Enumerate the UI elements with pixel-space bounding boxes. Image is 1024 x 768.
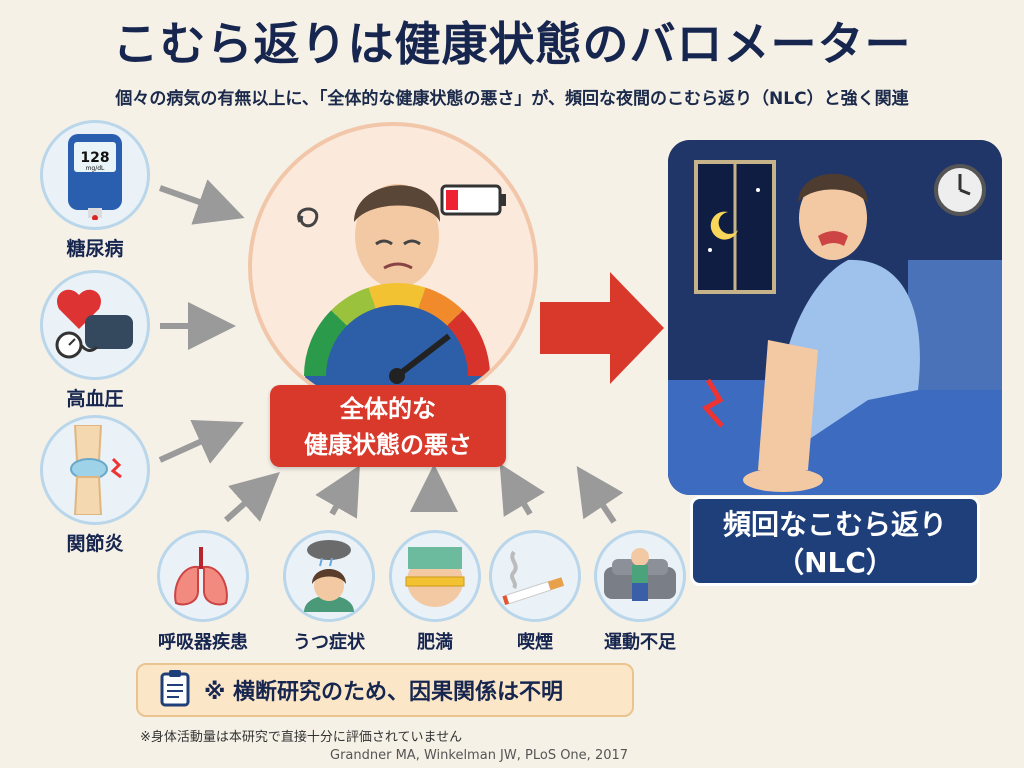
arrow-diabetes <box>158 179 245 225</box>
lungs-icon <box>157 530 249 622</box>
glucose-meter-icon: 128 mg/dL <box>40 120 150 230</box>
factor-label-arthritis: 関節炎 <box>66 533 124 555</box>
factor-exercise: 運動不足 <box>585 530 695 654</box>
page-subtitle: 個々の病気の有無以上に、「全体的な健康状態の悪さ」が、頻回な夜間のこむら返り（N… <box>115 89 909 109</box>
blood-pressure-icon <box>40 270 150 380</box>
factor-label-respiratory: 呼吸器疾患 <box>158 632 248 653</box>
cross-sectional-notice: ※ 横断研究のため、因果関係は不明 <box>136 663 634 717</box>
main-red-arrow <box>540 272 664 384</box>
factor-diabetes: 128 mg/dL 糖尿病 <box>30 120 160 261</box>
factor-label-obesity: 肥満 <box>417 632 453 653</box>
moon-icon <box>710 211 738 240</box>
factor-label-diabetes: 糖尿病 <box>66 238 124 260</box>
clock-icon <box>934 164 986 216</box>
factor-smoking: 喫煙 <box>480 530 590 654</box>
poor-health-illustration <box>248 122 538 412</box>
clipboard-icon <box>160 669 190 711</box>
footnote: ※身体活動量は本研究で直接十分に評価されていません <box>140 730 463 745</box>
factor-obesity: 肥満 <box>380 530 490 654</box>
factor-arthritis: 関節炎 <box>30 415 160 556</box>
knee-joint-icon <box>40 415 150 525</box>
poor-health-label-line2: 健康状態の悪さ <box>304 431 472 459</box>
factor-label-exercise: 運動不足 <box>604 632 676 653</box>
arrow-smoking <box>499 463 545 517</box>
factor-depression: うつ症状 <box>274 530 384 654</box>
poor-health-label-line1: 全体的な <box>340 395 436 423</box>
nlc-label: 頻回なこむら返り （NLC） <box>690 496 980 586</box>
arrow-exercise <box>576 466 624 524</box>
factor-label-smoking: 喫煙 <box>517 632 553 653</box>
citation: Grandner MA, Winkelman JW, PLoS One, 201… <box>330 748 629 763</box>
leg-cramp-scene <box>668 140 1002 495</box>
arrow-respiratory <box>224 472 280 523</box>
factor-label-hypertension: 高血圧 <box>66 388 124 410</box>
notice-text: ※ 横断研究のため、因果関係は不明 <box>204 680 564 705</box>
arrow-arthritis <box>158 420 244 464</box>
factor-respiratory: 呼吸器疾患 <box>148 530 258 654</box>
nlc-label-line1: 頻回なこむら返り <box>722 508 947 541</box>
low-battery-icon <box>440 184 506 216</box>
depressed-person-icon <box>283 530 375 622</box>
waist-measure-icon <box>389 530 481 622</box>
sedentary-person-icon <box>594 530 686 622</box>
cigarette-icon <box>489 530 581 622</box>
nlc-label-line2: （NLC） <box>776 546 894 579</box>
factor-label-depression: うつ症状 <box>293 632 365 653</box>
health-gauge-icon <box>303 283 491 384</box>
factor-hypertension: 高血圧 <box>30 270 160 411</box>
glucose-reading: 128 <box>80 150 109 166</box>
dizzy-swirl-icon <box>297 207 319 228</box>
tired-man-icon <box>302 184 492 408</box>
man-with-leg-cramp-icon <box>702 173 920 492</box>
page-title: こむら返りは健康状態のバロメーター <box>112 17 912 71</box>
glucose-unit: mg/dL <box>86 165 105 172</box>
poor-health-label: 全体的な 健康状態の悪さ <box>270 385 506 467</box>
arrow-depression <box>315 465 360 519</box>
